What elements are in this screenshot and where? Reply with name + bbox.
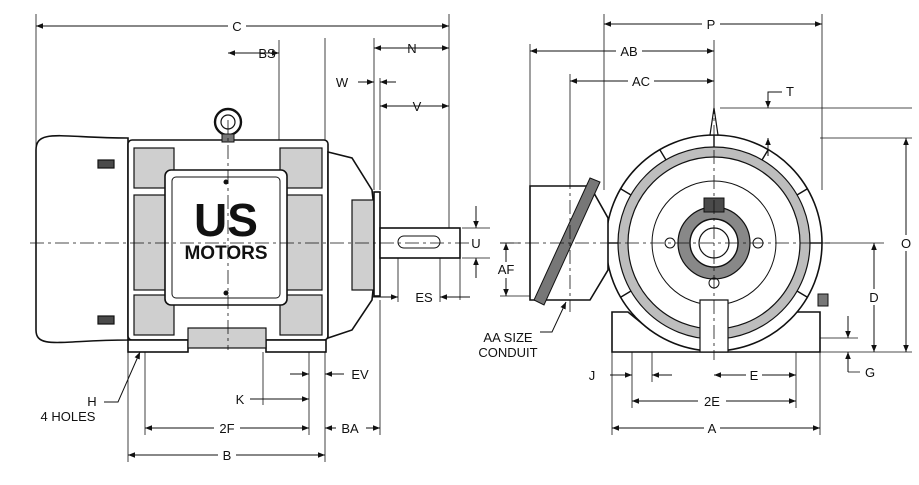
flange-plate bbox=[373, 191, 381, 297]
holes-note: 4 HOLES bbox=[41, 409, 96, 424]
conduit-label-1: AA SIZE bbox=[483, 330, 532, 345]
cooling-ribs bbox=[133, 147, 323, 336]
dim-W-label: W bbox=[336, 75, 349, 90]
dim-N-label: N bbox=[407, 41, 416, 56]
dim-J-label: J bbox=[589, 368, 596, 383]
dim-BS-label: BS bbox=[258, 46, 276, 61]
dim-E-label: E bbox=[750, 368, 759, 383]
dim-T-label: T bbox=[786, 84, 794, 99]
dim-P-label: P bbox=[707, 17, 716, 32]
conduit-box bbox=[164, 169, 288, 306]
dim-ES-label: ES bbox=[415, 290, 433, 305]
foot-right bbox=[265, 339, 327, 353]
logo-us: US bbox=[194, 194, 258, 246]
dim-U-label: U bbox=[471, 236, 480, 251]
dim-O-label: O bbox=[901, 236, 911, 251]
dim-A-label: A bbox=[708, 421, 717, 436]
dim-K-label: K bbox=[236, 392, 245, 407]
dim-2F-label: 2F bbox=[219, 421, 234, 436]
end-view: P AB AC T O D G AF AA SIZE CONDUIT bbox=[478, 14, 914, 436]
dim-AB-label: AB bbox=[620, 44, 637, 59]
dim-2E-label: 2E bbox=[704, 394, 720, 409]
dim-D-label: D bbox=[869, 290, 878, 305]
dim-C-label: C bbox=[232, 19, 241, 34]
conduit-label-2: CONDUIT bbox=[478, 345, 537, 360]
side-view: US MOTORS C BS N bbox=[30, 14, 490, 463]
conduit-box-end bbox=[529, 177, 609, 306]
dim-H-label: H bbox=[87, 394, 96, 409]
dim-AC-label: AC bbox=[632, 74, 650, 89]
dim-EV-label: EV bbox=[351, 367, 369, 382]
logo-motors: MOTORS bbox=[184, 243, 267, 264]
dim-B-label: B bbox=[223, 448, 232, 463]
dim-AF-label: AF bbox=[498, 262, 515, 277]
dim-BA-label: BA bbox=[341, 421, 359, 436]
dim-G-label: G bbox=[865, 365, 875, 380]
foot-left bbox=[127, 339, 189, 353]
dim-V-label: V bbox=[413, 99, 422, 114]
